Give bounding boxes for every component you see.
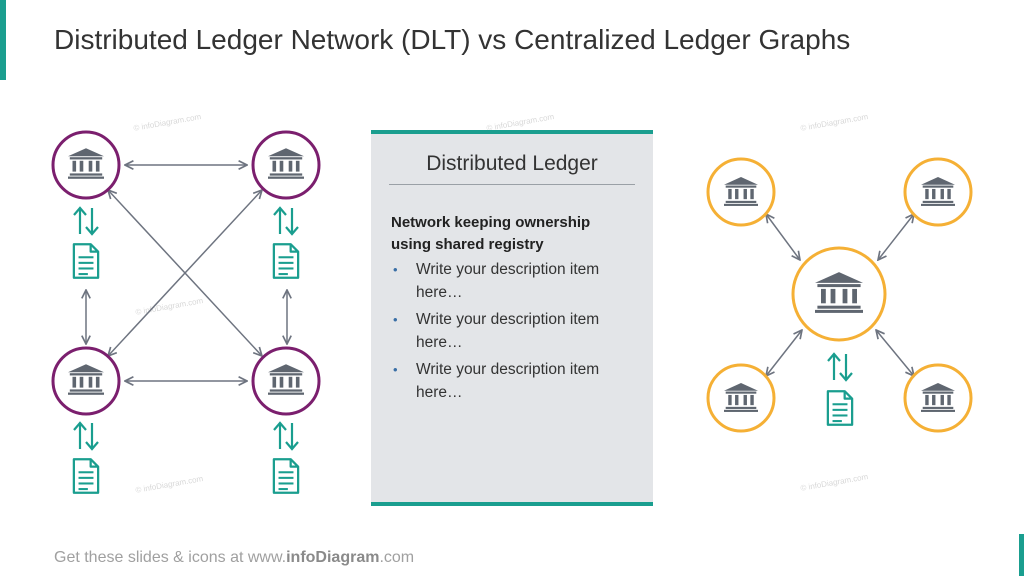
panel-list: •Write your description item here… •Writ… (391, 258, 631, 408)
document-icon (72, 458, 100, 494)
distributed-node (51, 346, 121, 416)
panel-heading: Network keeping ownership using shared r… (391, 214, 591, 253)
list-item: •Write your description item here… (391, 258, 631, 304)
connector-central-bottom-right (876, 330, 914, 376)
distributed-connectors (86, 165, 287, 381)
connector-central-top-left (766, 214, 800, 260)
up-down-arrows-icon (826, 352, 854, 382)
distributed-ledger-panel: Distributed Ledger Network keeping owner… (371, 130, 653, 506)
footer-credit: Get these slides & icons at www.infoDiag… (54, 549, 415, 566)
document-icon (272, 458, 300, 494)
distributed-node (251, 130, 321, 200)
bullet: • (393, 362, 398, 377)
document-icon (272, 243, 300, 279)
connector-diagonal-up (108, 190, 262, 356)
up-down-arrows-icon (272, 206, 300, 236)
distributed-node (251, 346, 321, 416)
document-icon (72, 243, 100, 279)
footer-brand[interactable]: infoDiagram (286, 549, 380, 566)
connector-central-top-right (878, 214, 914, 260)
central-satellite-node (706, 363, 776, 433)
bullet: • (393, 312, 398, 327)
central-hub-node (791, 246, 887, 342)
title-accent-bar (0, 0, 6, 80)
list-item: •Write your description item here… (391, 358, 631, 404)
central-satellite-node (903, 363, 973, 433)
list-item: •Write your description item here… (391, 308, 631, 354)
corner-accent-bar (1019, 534, 1024, 576)
slide-title: Distributed Ledger Network (DLT) vs Cent… (54, 24, 851, 55)
central-connectors (766, 214, 914, 376)
document-icon (826, 390, 854, 426)
central-satellite-node (903, 157, 973, 227)
up-down-arrows-icon (272, 421, 300, 451)
panel-title: Distributed Ledger (389, 152, 635, 185)
connector-central-bottom-left (766, 330, 802, 376)
central-satellite-node (706, 157, 776, 227)
distributed-node (51, 130, 121, 200)
up-down-arrows-icon (72, 206, 100, 236)
bullet: • (393, 262, 398, 277)
up-down-arrows-icon (72, 421, 100, 451)
